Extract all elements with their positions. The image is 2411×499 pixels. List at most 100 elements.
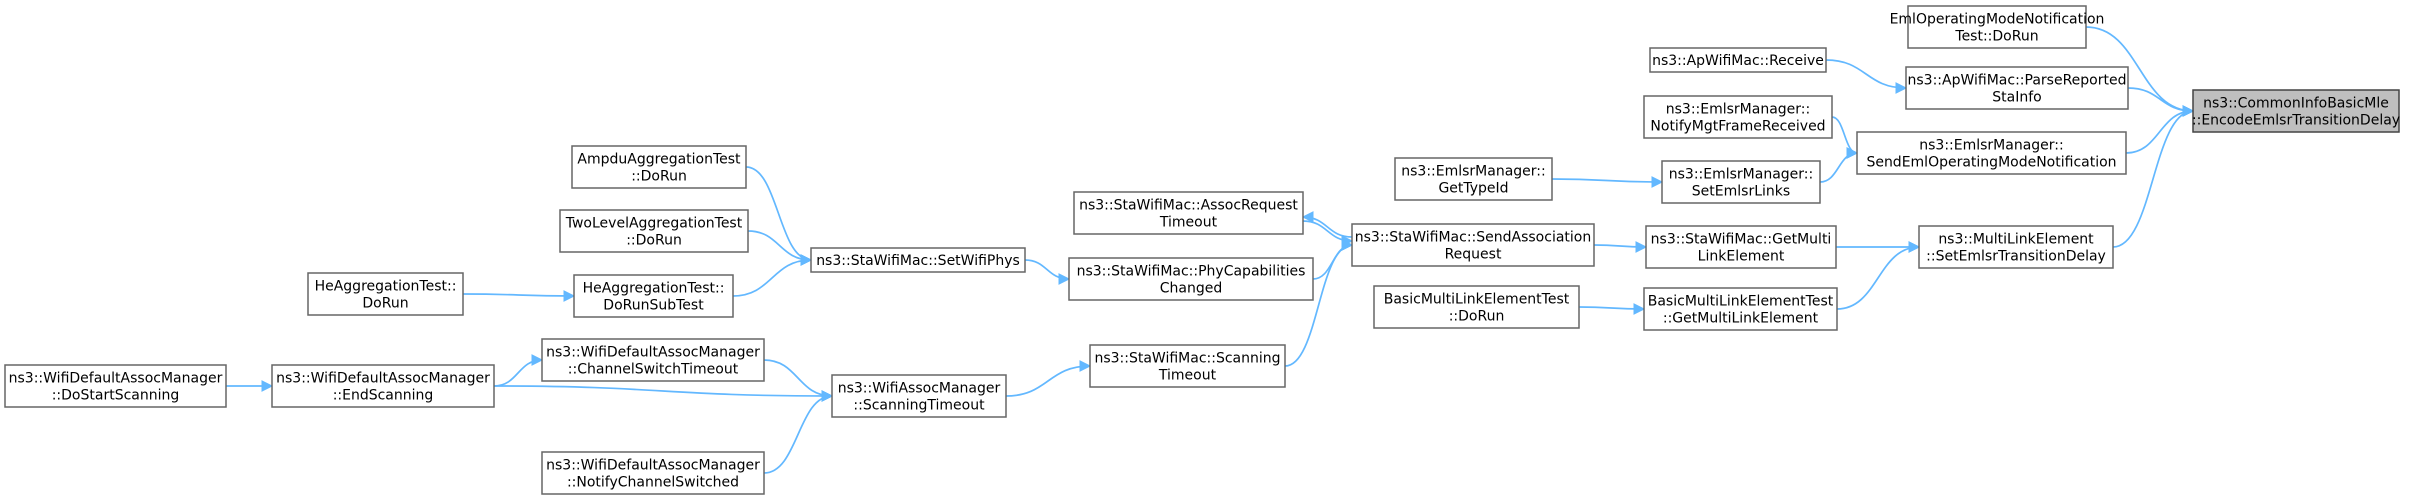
node-box bbox=[1907, 5, 2087, 49]
edge-basic_mle_get-to-set_transition bbox=[1836, 241, 1921, 310]
node-send-eml[interactable]: ns3::EmlsrManager::SendEmlOperatingModeN… bbox=[1856, 131, 2127, 175]
node-label-line: ns3::StaWifiMac::AssocRequest bbox=[1079, 198, 1298, 214]
node-label-line: ns3::ApWifiMac::Receive bbox=[1652, 53, 1824, 69]
node-set-emlsr-links[interactable]: ns3::EmlsrManager::SetEmlsrLinks bbox=[1661, 160, 1821, 204]
edge-he_test-to-he_subtest bbox=[462, 290, 576, 302]
node-label-line: ns3::StaWifiMac::Scanning bbox=[1094, 351, 1280, 367]
node-label-line: Timeout bbox=[1158, 368, 1217, 384]
node-box bbox=[1394, 157, 1553, 201]
node-get-multi-link[interactable]: ns3::StaWifiMac::GetMultiLinkElement bbox=[1645, 225, 1837, 269]
edge-set_transition-to-root bbox=[2112, 105, 2195, 248]
node-set-transition[interactable]: ns3::MultiLinkElement::SetEmlsrTransitio… bbox=[1918, 225, 2114, 269]
node-end-scanning[interactable]: ns3::WifiDefaultAssocManager::EndScannin… bbox=[271, 364, 495, 408]
node-layer: ns3::CommonInfoBasicMle::EncodeEmlsrTran… bbox=[4, 5, 2400, 495]
node-label-line: BasicMultiLinkElementTest bbox=[1648, 294, 1834, 310]
node-set-wifi-phys[interactable]: ns3::StaWifiMac::SetWifiPhys bbox=[810, 247, 1026, 273]
node-channel-switch-timeout[interactable]: ns3::WifiDefaultAssocManager::ChannelSwi… bbox=[541, 338, 765, 382]
edge-scanning_timeout_sta-to-send_assoc bbox=[1284, 239, 1354, 367]
node-box bbox=[559, 209, 749, 253]
node-notify-channel-switched[interactable]: ns3::WifiDefaultAssocManager::NotifyChan… bbox=[541, 451, 765, 495]
edge-basic_mle_test-to-basic_mle_get bbox=[1578, 303, 1646, 315]
node-notify-mgt[interactable]: ns3::EmlsrManager::NotifyMgtFrameReceive… bbox=[1643, 95, 1833, 139]
node-label-line: AmpduAggregationTest bbox=[577, 152, 741, 168]
node-box bbox=[1645, 225, 1837, 269]
node-label-line: DoRunSubTest bbox=[603, 298, 704, 314]
node-label-line: ::DoRun bbox=[1449, 309, 1505, 325]
node-label-line: ns3::WifiDefaultAssocManager bbox=[546, 345, 760, 361]
node-label-line: EmlOperatingModeNotification bbox=[1890, 12, 2105, 28]
node-box bbox=[1351, 223, 1595, 267]
node-label-line: GetTypeId bbox=[1438, 181, 1508, 197]
node-label-line: ns3::EmlsrManager:: bbox=[1401, 164, 1545, 180]
node-he-test[interactable]: HeAggregationTest::DoRun bbox=[307, 272, 464, 316]
node-label-line: ns3::WifiDefaultAssocManager bbox=[546, 458, 760, 474]
node-label-line: ns3::StaWifiMac::PhyCapabilities bbox=[1077, 264, 1306, 280]
node-box bbox=[541, 451, 765, 495]
edge-send_assoc-to-get_multi_link bbox=[1593, 241, 1648, 253]
node-label-line: ::SetEmlsrTransitionDelay bbox=[1926, 249, 2106, 265]
edge-channel_switch_timeout-to-scanning_timeout_mgr bbox=[763, 359, 834, 402]
node-box bbox=[1643, 95, 1833, 139]
node-scanning-timeout-mgr[interactable]: ns3::WifiAssocManager::ScanningTimeout bbox=[831, 374, 1007, 418]
node-label-line: ::GetMultiLinkElement bbox=[1663, 311, 1819, 327]
edge-assoc_timeout-to-send_assoc bbox=[1302, 220, 1354, 247]
node-box bbox=[573, 274, 734, 318]
edge-ap_receive-to-parse_reported bbox=[1825, 59, 1908, 94]
edge-set_emlsr_links-to-send_eml bbox=[1819, 147, 1859, 183]
node-do-start-scanning[interactable]: ns3::WifiDefaultAssocManager::DoStartSca… bbox=[4, 364, 227, 408]
node-label-line: ::DoStartScanning bbox=[52, 388, 180, 404]
node-label-line: ns3::WifiDefaultAssocManager bbox=[276, 371, 490, 387]
edge-notify_mgt-to-send_eml bbox=[1831, 116, 1859, 159]
node-box bbox=[1918, 225, 2114, 269]
node-box bbox=[2192, 89, 2400, 133]
edge-ampdu_test-to-set_wifi_phys bbox=[745, 166, 813, 266]
node-label-line: ns3::StaWifiMac::SetWifiPhys bbox=[816, 253, 1020, 269]
node-box bbox=[810, 247, 1026, 273]
node-label-line: ns3::CommonInfoBasicMle bbox=[2203, 96, 2389, 112]
node-label-line: ::DoRun bbox=[631, 169, 687, 185]
node-label-line: ::ScanningTimeout bbox=[853, 398, 985, 414]
node-label-line: ::EncodeEmlsrTransitionDelay bbox=[2192, 113, 2400, 129]
edge-set_wifi_phys-to-phy_cap bbox=[1024, 259, 1071, 285]
node-box bbox=[1905, 66, 2129, 110]
edge-scanning_timeout_mgr-to-scanning_timeout_sta bbox=[1005, 360, 1092, 397]
node-label-line: NotifyMgtFrameReceived bbox=[1650, 119, 1825, 135]
node-label-line: Test::DoRun bbox=[1954, 29, 2038, 45]
edge-two_level_test-to-set_wifi_phys bbox=[747, 230, 813, 266]
node-scanning-timeout-sta[interactable]: ns3::StaWifiMac::ScanningTimeout bbox=[1089, 344, 1286, 388]
node-box bbox=[1373, 285, 1580, 329]
node-box bbox=[1661, 160, 1821, 204]
node-get-type-id[interactable]: ns3::EmlsrManager::GetTypeId bbox=[1394, 157, 1553, 201]
node-basic-mle-get[interactable]: BasicMultiLinkElementTest::GetMultiLinkE… bbox=[1643, 287, 1838, 331]
node-root[interactable]: ns3::CommonInfoBasicMle::EncodeEmlsrTran… bbox=[2192, 89, 2400, 133]
node-label-line: Changed bbox=[1160, 281, 1223, 297]
node-label-line: ns3::WifiAssocManager bbox=[838, 381, 1001, 397]
node-basic-mle-test[interactable]: BasicMultiLinkElementTest::DoRun bbox=[1373, 285, 1580, 329]
node-box bbox=[4, 364, 227, 408]
node-two-level-test[interactable]: TwoLevelAggregationTest::DoRun bbox=[559, 209, 749, 253]
node-box bbox=[1073, 191, 1304, 235]
node-box bbox=[1649, 47, 1827, 73]
node-label-line: ns3::ApWifiMac::ParseReported bbox=[1908, 73, 2127, 89]
node-label-line: Request bbox=[1445, 247, 1502, 263]
node-label-line: LinkElement bbox=[1698, 249, 1785, 265]
node-box bbox=[1856, 131, 2127, 175]
node-box bbox=[571, 145, 747, 189]
node-label-line: HeAggregationTest:: bbox=[315, 279, 457, 295]
node-label-line: StaInfo bbox=[1992, 90, 2041, 106]
edge-end_scanning-to-scanning_timeout_mgr bbox=[493, 385, 834, 402]
node-ap-receive[interactable]: ns3::ApWifiMac::Receive bbox=[1649, 47, 1827, 73]
node-ampdu-test[interactable]: AmpduAggregationTest::DoRun bbox=[571, 145, 747, 189]
node-label-line: BasicMultiLinkElementTest bbox=[1384, 292, 1570, 308]
edge-notify_channel_switched-to-scanning_timeout_mgr bbox=[763, 390, 834, 474]
node-label-line: TwoLevelAggregationTest bbox=[565, 216, 743, 232]
edge-parse_reported-to-root bbox=[2127, 87, 2195, 117]
node-he-subtest[interactable]: HeAggregationTest::DoRunSubTest bbox=[573, 274, 734, 318]
edge-get_type_id-to-set_emlsr_links bbox=[1551, 176, 1664, 188]
